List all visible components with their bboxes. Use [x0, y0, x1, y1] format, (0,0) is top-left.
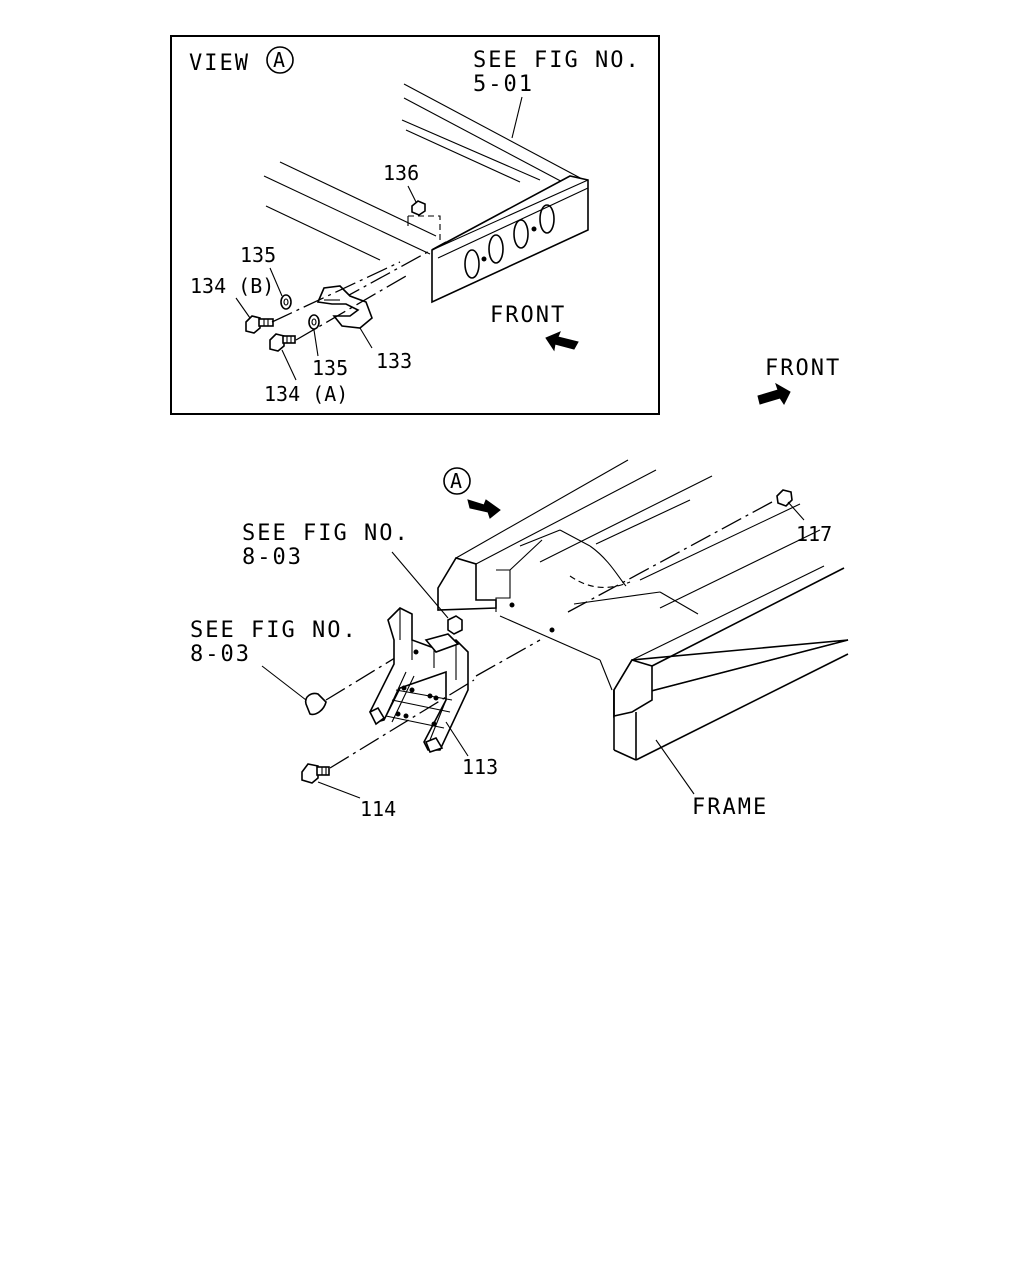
part-134a-label: 134 (A): [264, 382, 348, 406]
part-114-label: 114: [360, 797, 396, 821]
see-fig-5-01-leader: [511, 96, 523, 139]
part-136-label: 136: [383, 161, 419, 185]
inset-view-label: VIEW: [189, 51, 250, 76]
clip-icon: [447, 615, 463, 635]
view-a-marker-circle: [266, 46, 294, 74]
clamp-133-icon: [316, 285, 373, 329]
see-fig-5-01-line1: SEE FIG NO.: [473, 48, 641, 73]
part-135-bottom-label: 135: [312, 356, 348, 380]
inset-view: VIEW A SEE FIG NO. 5-01: [170, 35, 660, 415]
view-a-marker-letter: A: [273, 48, 285, 72]
main-front-label: FRONT: [765, 356, 841, 381]
inset-border: [170, 35, 660, 415]
crossmember: [263, 83, 589, 304]
bolt-134a-icon: [269, 333, 296, 352]
part-134b-label: 134 (B): [190, 274, 274, 298]
see-fig-8-03-upper-line1: SEE FIG NO.: [242, 521, 410, 546]
part-113-label: 113: [462, 755, 498, 779]
main-view: FRONT A: [190, 356, 849, 821]
inset-front-arrow-icon: [545, 331, 579, 352]
main-front-arrow-icon: [757, 382, 791, 405]
part-117-label: 117: [796, 522, 832, 546]
washer-135-top-icon: [280, 294, 292, 310]
bracket-113-icon: [368, 607, 469, 753]
main-view-a-circle: [443, 467, 471, 495]
see-fig-8-03-lower-line2: 8-03: [190, 642, 251, 667]
see-fig-8-03-lower-line1: SEE FIG NO.: [190, 618, 358, 643]
frame-rail-lower: [613, 565, 849, 761]
frame-rail-upper: [437, 459, 821, 691]
view-a-arrow-icon: [467, 499, 501, 519]
washer-135-bottom-icon: [308, 314, 320, 330]
nut-136-icon: [411, 200, 426, 216]
see-fig-8-03-upper-line2: 8-03: [242, 545, 303, 570]
part-133-label: 133: [376, 349, 412, 373]
grommet-icon: [304, 692, 327, 716]
frame-leader: [655, 739, 695, 795]
see-fig-5-01-line2: 5-01: [473, 72, 534, 97]
part-135-top-label: 135: [240, 243, 276, 267]
main-view-a-letter: A: [450, 469, 462, 493]
inset-front-label: FRONT: [490, 303, 566, 328]
frame-label: FRAME: [692, 795, 768, 820]
bolt-114-icon: [301, 763, 330, 784]
bolt-134b-icon: [245, 315, 274, 334]
